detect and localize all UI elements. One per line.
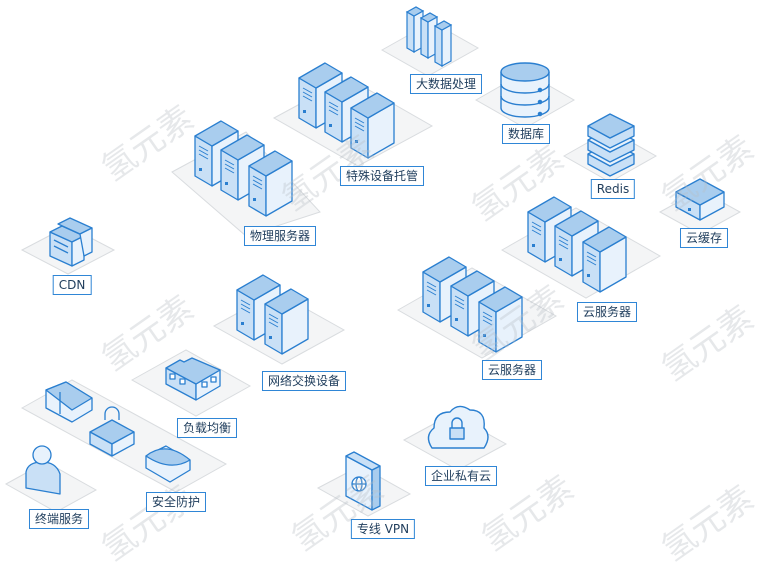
- label-cloud-server-b: 云服务器: [481, 360, 543, 380]
- label-terminal: 终端服务: [28, 509, 90, 529]
- label-private-cloud: 企业私有云: [424, 466, 498, 486]
- stacked-layers-icon: [587, 113, 635, 177]
- label-cdn: CDN: [52, 275, 92, 295]
- label-bigdata: 大数据处理: [409, 74, 483, 94]
- label-hosting: 特殊设备托管: [339, 166, 425, 186]
- shield-lock-icon: [45, 381, 191, 483]
- file-stack-icon: [49, 217, 93, 267]
- label-vpn: 专线 VPN: [350, 519, 416, 539]
- label-network: 网络交换设备: [261, 371, 347, 391]
- storage-box-icon: [675, 178, 725, 221]
- label-security: 安全防护: [145, 492, 207, 512]
- network-switch-icon: [165, 357, 221, 401]
- label-redis: Redis: [590, 179, 636, 199]
- user-person-icon: [25, 445, 61, 495]
- label-cache: 云缓存: [679, 228, 729, 248]
- database-cylinder-icon: [500, 62, 550, 118]
- label-physical: 物理服务器: [243, 226, 317, 246]
- label-database: 数据库: [501, 124, 551, 144]
- cloud-lock-icon: [427, 405, 489, 449]
- label-cloud-server-a: 云服务器: [576, 302, 638, 322]
- globe-panel-icon: [345, 451, 381, 511]
- label-loadbalance: 负载均衡: [176, 418, 238, 438]
